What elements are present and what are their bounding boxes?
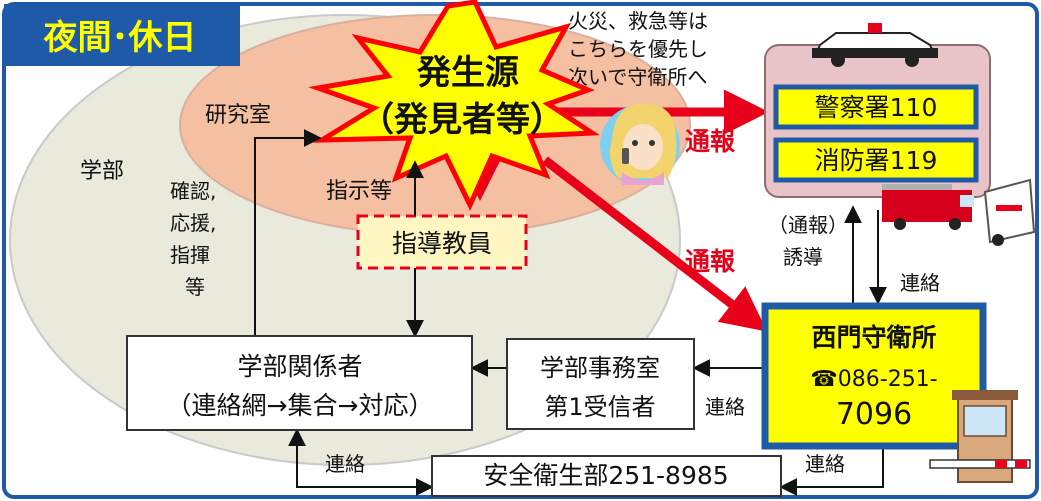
contact-label-bottom-right: 連絡 <box>805 452 845 476</box>
police-car-icon <box>812 23 938 67</box>
guard-box <box>761 302 987 450</box>
supervisor-box <box>356 214 528 270</box>
contact-label-bottom-left: 連絡 <box>325 452 365 476</box>
faculty-staff-line2: （連絡網→集合→対応） <box>167 391 434 420</box>
report-label-top: 通報 <box>685 127 736 156</box>
police-box <box>773 84 979 130</box>
ambulance-icon <box>983 178 1036 246</box>
fire-truck-icon <box>882 184 974 230</box>
report-label-mid: 通報 <box>685 247 736 276</box>
office-label-line2: 第1受信者 <box>544 393 655 421</box>
guard-booth-icon <box>929 390 1031 483</box>
priority-note-line3: 次いで守衛所へ <box>568 65 707 89</box>
guard-phone-line2: 7096 <box>836 397 912 432</box>
lab-label: 研究室 <box>205 103 271 128</box>
priority-note-line2: こちらを優先し <box>568 37 708 61</box>
source-burst <box>308 0 600 211</box>
arrow-staff-to-lab <box>254 129 322 336</box>
office-label-line1: 学部事務室 <box>540 354 660 382</box>
banner-title: 夜間･休日 <box>43 18 197 58</box>
contact-label-right: 連絡 <box>900 271 940 295</box>
contact-label-office: 連絡 <box>705 395 745 419</box>
safety-label: 安全衛生部251-8985 <box>483 461 728 490</box>
faculty-staff-box <box>126 335 473 431</box>
fire-label: 消防署119 <box>815 146 938 175</box>
arrow-staff-safety <box>288 428 434 496</box>
guard-title: 西門守衛所 <box>811 323 936 352</box>
source-subtitle: （発見者等） <box>360 100 564 140</box>
guard-phone-line1: ☎086-251- <box>810 367 937 392</box>
faculty-label: 学部 <box>80 159 124 184</box>
faculty-staff-line1: 学部関係者 <box>237 352 362 381</box>
caller-girl-icon <box>600 103 680 185</box>
police-label: 警察署110 <box>815 93 938 122</box>
guard-relay-label-line1: （通報） <box>768 213 848 237</box>
confirm-line1: 確認, <box>170 179 216 203</box>
arrow-guard-to-safety <box>779 446 884 496</box>
confirm-line3: 指揮 <box>170 243 210 267</box>
source-title: 発生源 <box>417 53 519 93</box>
instruction-label: 指示等 <box>326 179 392 204</box>
supervisor-label: 指導教員 <box>392 229 492 258</box>
priority-note-line1: 火災、救急等は <box>568 9 708 33</box>
safety-box <box>431 455 782 497</box>
office-box <box>506 338 695 430</box>
banner-box <box>4 4 240 66</box>
fire-box <box>773 137 979 183</box>
confirm-line4: 等 <box>185 275 205 299</box>
confirm-line2: 応援, <box>170 211 216 235</box>
red-arrow-to-guard <box>542 156 768 332</box>
guard-relay-label-line2: 誘導 <box>783 245 823 269</box>
